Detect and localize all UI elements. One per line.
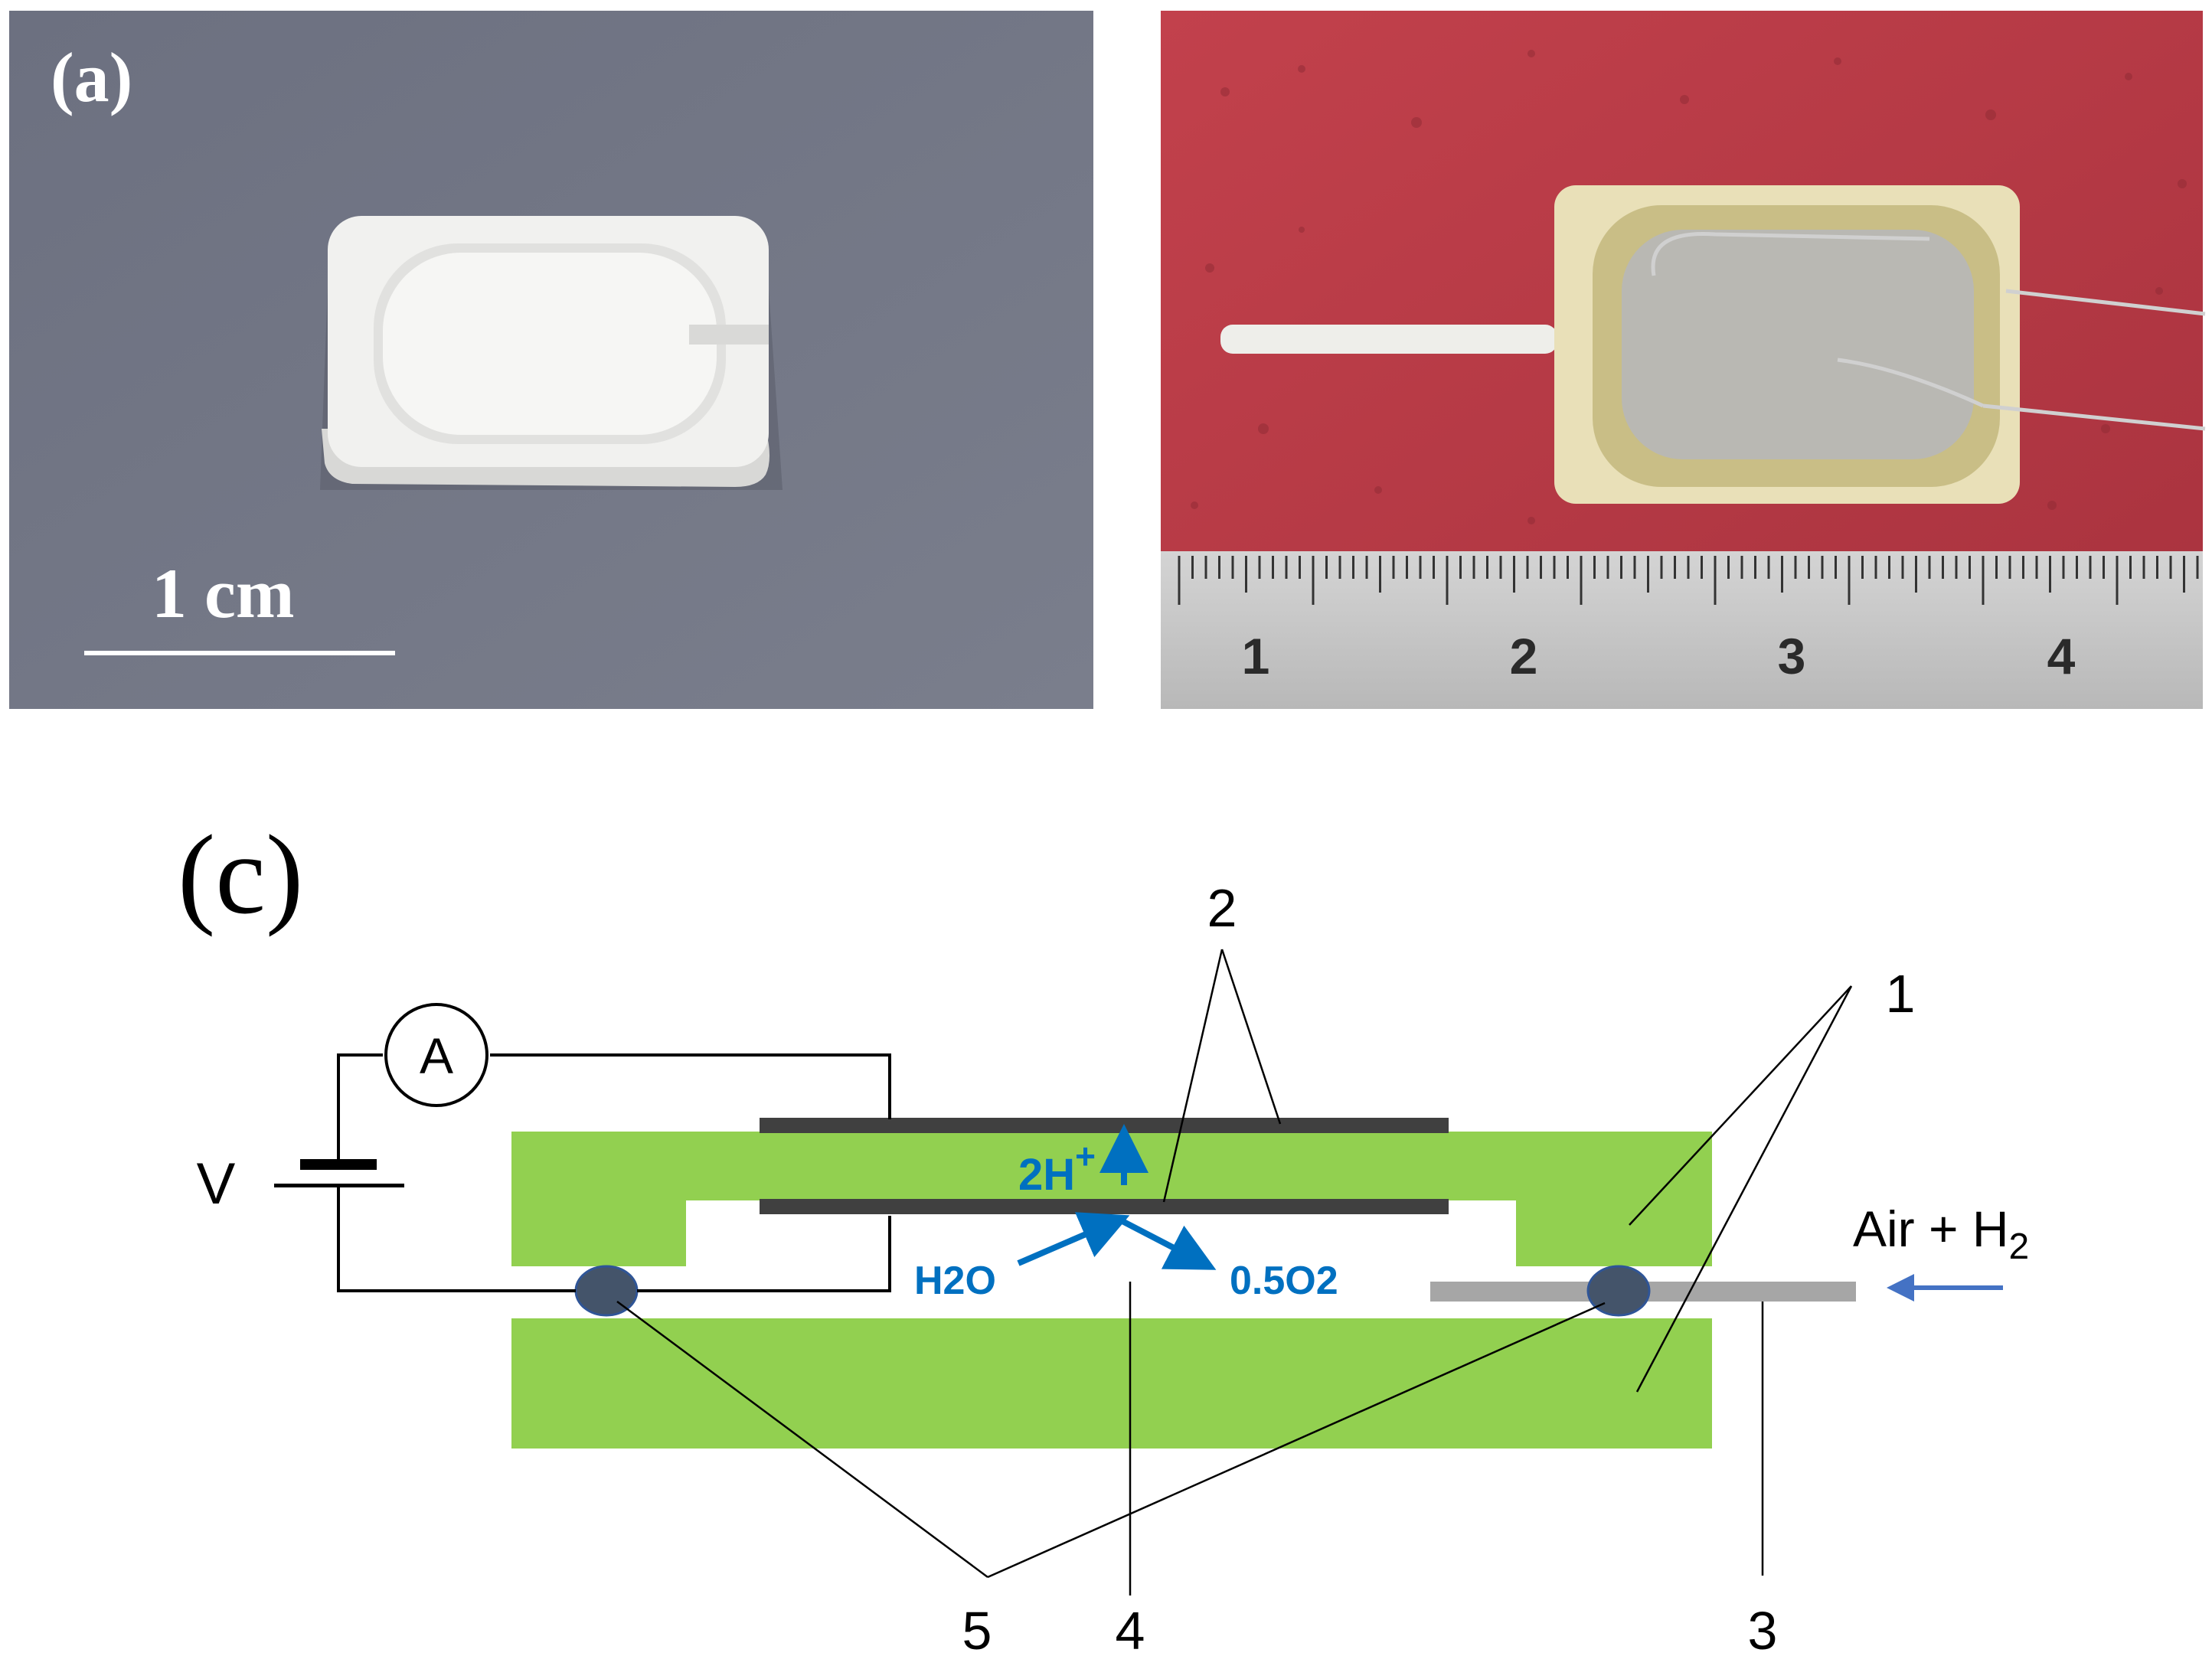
callout-5: 5 — [962, 1601, 992, 1661]
water-arrow — [1017, 1212, 1130, 1266]
gas-tube — [1220, 325, 1557, 354]
circuit-wire — [337, 1053, 891, 1292]
water-label: H2O — [914, 1259, 996, 1303]
substrate-cavity — [383, 253, 717, 435]
voltage-label: V — [197, 1151, 236, 1217]
panel-a-label: (a) — [51, 38, 132, 116]
electrode-coating — [1622, 230, 1974, 459]
fabric-texture — [1191, 50, 2187, 524]
top-electrode — [760, 1118, 1449, 1133]
bottom-electrode — [760, 1199, 1449, 1214]
panel-a: (a) 1 cm — [9, 11, 1093, 709]
callout-leaders — [616, 949, 1853, 1596]
ruler-number-2: 2 — [1510, 628, 1538, 684]
battery-negative-plate — [274, 1184, 404, 1187]
callout-4: 4 — [1116, 1601, 1145, 1661]
oxygen-arrow — [1116, 1216, 1217, 1270]
ammeter-label: A — [420, 1027, 453, 1084]
ruler — [1161, 551, 2203, 709]
proton-label: 2H+ — [1018, 1136, 1096, 1200]
ruler-number-1: 1 — [1242, 628, 1270, 684]
oxygen-label: 0.5O2 — [1230, 1259, 1338, 1303]
callout-3: 3 — [1748, 1601, 1778, 1661]
substrate-groove — [689, 325, 769, 345]
callout-2: 2 — [1207, 878, 1237, 938]
ruler-ticks — [1178, 556, 2199, 605]
callout-1: 1 — [1886, 964, 1916, 1024]
scale-bar-label: 1 cm — [152, 554, 294, 632]
battery-positive-plate — [300, 1159, 377, 1170]
electrode-wire — [1651, 231, 2206, 431]
proton-charge: + — [1075, 1136, 1096, 1176]
gas-inlet-subscript: 2 — [2009, 1226, 2030, 1267]
ammeter — [384, 1003, 488, 1107]
panel-b: 1 2 3 4 — [1161, 11, 2206, 709]
panel-c: (c) V A 2H+ H2O 0.5O2 Air + H2 — [178, 812, 2029, 1661]
lower-block — [511, 1318, 1712, 1449]
left-seal — [574, 1265, 639, 1317]
gas-inlet-label: Air + H2 — [1853, 1200, 2029, 1267]
ruler-number-3: 3 — [1778, 628, 1806, 684]
scale-bar — [84, 651, 395, 655]
panel-c-label: (c) — [178, 812, 303, 938]
ruler-number-4: 4 — [2047, 628, 2076, 684]
right-seal — [1586, 1265, 1651, 1317]
